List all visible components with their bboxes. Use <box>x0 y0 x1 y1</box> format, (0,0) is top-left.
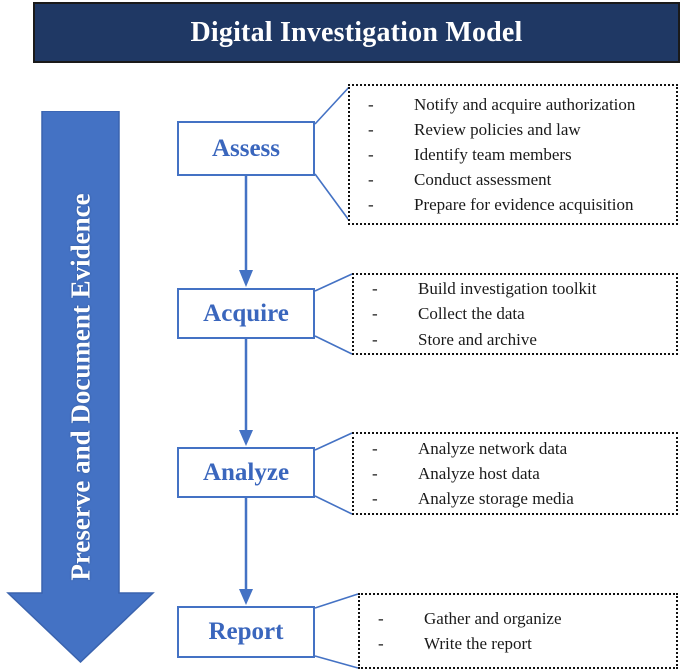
detail-text: Prepare for evidence acquisition <box>414 195 634 215</box>
preserve-document-evidence-arrow: Preserve and Document Evidence <box>4 111 157 663</box>
stage-label-analyze: Analyze <box>202 458 290 486</box>
bullet-dash: - <box>378 634 384 653</box>
callout-acquire <box>314 273 353 355</box>
connector-analyze-report <box>239 498 253 605</box>
bullet-dash: - <box>368 119 374 139</box>
list-item: - Analyze storage media <box>372 486 676 511</box>
bullet-dash: - <box>368 170 374 190</box>
stage-box-acquire[interactable]: Acquire <box>177 288 315 339</box>
stage-box-analyze[interactable]: Analyze <box>177 447 315 498</box>
bullet-dash: - <box>372 304 378 324</box>
bullet-dash: - <box>368 144 374 164</box>
bullet-dash: - <box>372 463 378 483</box>
page-title: Digital Investigation Model <box>190 16 523 48</box>
callout-analyze <box>314 432 353 515</box>
list-item: - Prepare for evidence acquisition <box>368 192 676 217</box>
bullet-dash: - <box>372 489 378 509</box>
detail-text: Identify team members <box>414 144 572 164</box>
detail-text: Store and archive <box>418 329 537 349</box>
detail-box-assess: - Notify and acquire authorization - Rev… <box>348 84 678 225</box>
list-item: - Analyze host data <box>372 461 676 486</box>
detail-box-analyze: - Analyze network data - Analyze host da… <box>352 432 678 515</box>
list-item: - Gather and organize <box>378 606 676 631</box>
callout-report <box>314 593 359 669</box>
bullet-dash: - <box>372 438 378 458</box>
list-item: - Analyze network data <box>372 436 676 461</box>
stage-label-report: Report <box>208 618 284 645</box>
list-item: - Review policies and law <box>368 117 676 142</box>
connector-assess-acquire <box>239 176 253 287</box>
detail-text: Analyze storage media <box>418 489 574 509</box>
list-item: - Write the report <box>378 631 676 656</box>
diagram-title-banner: Digital Investigation Model <box>33 2 680 63</box>
stage-box-assess[interactable]: Assess <box>177 121 315 176</box>
bullet-dash: - <box>368 195 374 215</box>
detail-box-acquire: - Build investigation toolkit - Collect … <box>352 273 678 355</box>
detail-text: Review policies and law <box>414 119 581 139</box>
down-arrow-shape <box>6 111 155 663</box>
detail-text: Analyze network data <box>418 438 568 458</box>
detail-text: Analyze host data <box>418 463 540 483</box>
list-item: - Collect the data <box>372 301 676 326</box>
detail-text: Write the report <box>424 634 532 653</box>
callout-assess <box>314 84 352 224</box>
bullet-dash: - <box>368 94 374 114</box>
bullet-dash: - <box>372 329 378 349</box>
list-item: - Conduct assessment <box>368 167 676 192</box>
detail-text: Notify and acquire authorization <box>414 94 636 114</box>
list-item: - Identify team members <box>368 142 676 167</box>
stage-label-assess: Assess <box>211 134 281 162</box>
detail-text: Conduct assessment <box>414 170 552 190</box>
connector-acquire-analyze <box>239 338 253 446</box>
list-item: - Store and archive <box>372 327 676 352</box>
list-item: - Build investigation toolkit <box>372 276 676 301</box>
stage-box-report[interactable]: Report <box>177 606 315 658</box>
detail-text: Build investigation toolkit <box>418 279 597 299</box>
detail-text: Gather and organize <box>424 608 562 628</box>
detail-box-report: - Gather and organize - Write the report <box>358 593 678 669</box>
detail-text: Collect the data <box>418 304 525 324</box>
bullet-dash: - <box>378 608 384 628</box>
bullet-dash: - <box>372 279 378 299</box>
list-item: - Notify and acquire authorization <box>368 92 676 117</box>
stage-label-acquire: Acquire <box>203 299 289 327</box>
